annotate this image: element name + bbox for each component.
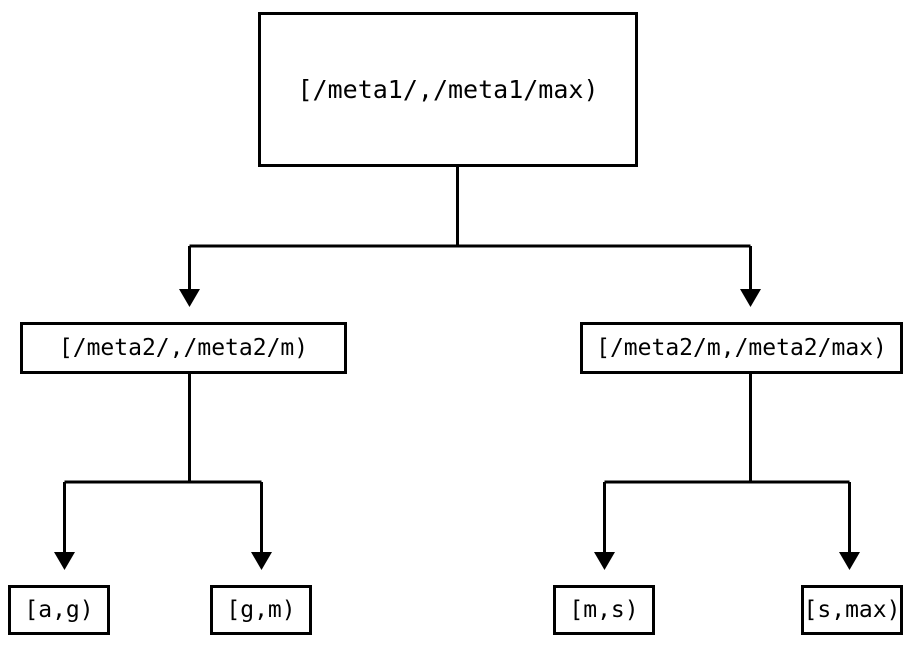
- node-mid-right: [/meta2/m,/meta2/max): [580, 322, 903, 374]
- arrowhead-down-icon-to-leaf-gm: [251, 552, 272, 570]
- arrowhead-down-icon-to-leaf-ms: [594, 552, 615, 570]
- node-leaf-a-g: [a,g): [8, 585, 110, 635]
- node-leaf-a-g-label: [a,g): [24, 596, 94, 623]
- node-leaf-m-s-label: [m,s): [569, 596, 639, 623]
- node-leaf-s-max: [s,max): [801, 585, 903, 635]
- node-mid-right-label: [/meta2/m,/meta2/max): [596, 334, 887, 361]
- node-root-label: [/meta1/,/meta1/max): [297, 75, 599, 104]
- node-leaf-g-m: [g,m): [210, 585, 312, 635]
- node-leaf-g-m-label: [g,m): [226, 596, 296, 623]
- arrowhead-down-icon-to-leaf-smax: [839, 552, 860, 570]
- node-mid-left: [/meta2/,/meta2/m): [20, 322, 347, 374]
- arrowhead-down-icon-to-leaf-ag: [54, 552, 75, 570]
- node-mid-left-label: [/meta2/,/meta2/m): [58, 334, 309, 361]
- arrowhead-down-icon-to-mid-left: [179, 289, 200, 307]
- node-root: [/meta1/,/meta1/max): [258, 12, 638, 167]
- arrowhead-down-icon-to-mid-right: [740, 289, 761, 307]
- node-leaf-s-max-label: [s,max): [803, 596, 901, 623]
- node-leaf-m-s: [m,s): [553, 585, 655, 635]
